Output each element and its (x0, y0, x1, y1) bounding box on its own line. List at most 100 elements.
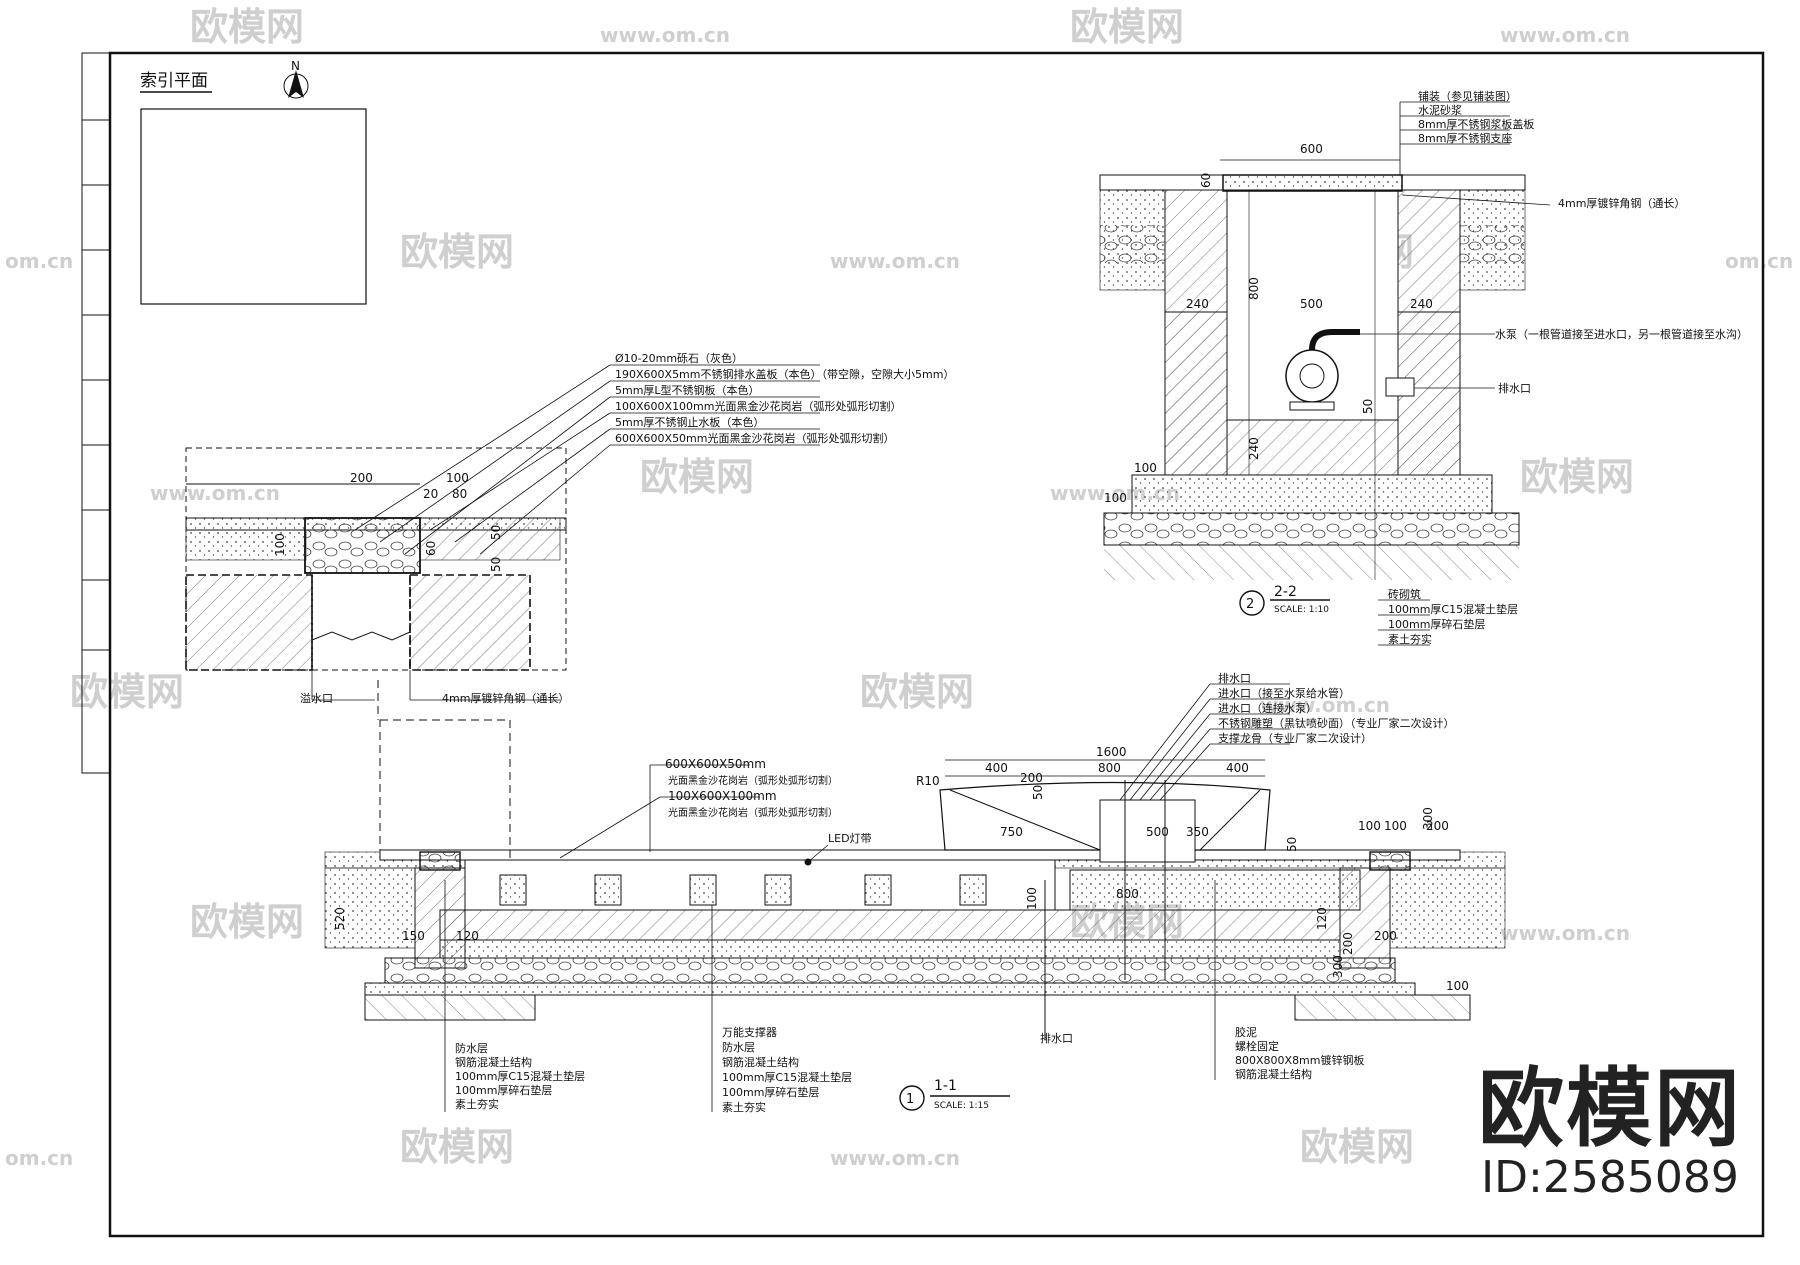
watermark-site: www.om.cn (1500, 921, 1630, 945)
watermark-logo: 欧模网 (70, 670, 184, 714)
callout-label: 水泥砂浆 (1418, 103, 1462, 117)
section-number-badge (1239, 590, 1265, 616)
dimension-value: 150 (402, 929, 425, 943)
title-strip (81, 52, 111, 774)
callout-label: 光面黑金沙花岗岩（弧形处弧形切割） (668, 774, 838, 787)
watermark-logo: 欧模网 (400, 1125, 514, 1169)
dimension-value: 100 (446, 471, 469, 485)
callout-label: 钢筋混凝土结构 (1235, 1067, 1312, 1081)
watermark-site: www.om.cn (600, 23, 730, 47)
leader-line (479, 444, 611, 555)
watermark-logo: 欧模网 (1300, 1125, 1414, 1169)
callout-label: 100mm厚碎石垫层 (722, 1085, 819, 1099)
brand-watermark: 欧模网 ID:2585089 (1478, 1066, 1742, 1205)
dimension-value: 60 (1199, 173, 1213, 188)
dimension-value: 400 (985, 761, 1008, 775)
callout-label: 排水口 (1218, 671, 1251, 685)
callout-label: 素土夯实 (1388, 632, 1432, 646)
leader-line (1149, 728, 1211, 801)
callout-label: 支撑龙骨（专业厂家二次设计） (1218, 731, 1372, 745)
callout-label: 螺栓固定 (1235, 1039, 1279, 1053)
section-2-2 (1099, 174, 1526, 580)
dimension-value: 100 (273, 533, 287, 556)
adjustable-pedestals (499, 874, 987, 906)
dimension-value: 800 (1247, 277, 1261, 300)
callout-label: 不锈钢雕塑（黑钛喷砂面）（专业厂家二次设计） (1218, 716, 1455, 730)
watermark-logo: 欧模网 (1070, 5, 1184, 49)
section-number: 2 (1246, 597, 1254, 612)
callout-label: 排水口 (1040, 1031, 1073, 1045)
callout-label: 排水口 (1498, 381, 1531, 395)
dimension-value: 20 (423, 487, 438, 501)
callout-label: 100X600X100mm光面黑金沙花岗岩（弧形处弧形切割） (615, 399, 902, 413)
watermark-site: www.om.cn (1260, 693, 1390, 717)
leader-line (1129, 698, 1211, 801)
dimension-value: 800 (1116, 887, 1139, 901)
callout-label: 800X800X8mm镀锌钢板 (1235, 1053, 1365, 1067)
callout-label: 600X600X50mm (665, 757, 766, 771)
fountain-bowl (939, 780, 1271, 980)
leader-line (404, 396, 611, 555)
dimension-value: 200 (1341, 932, 1355, 955)
dimension-value: 60 (424, 541, 438, 556)
leader-line (807, 844, 829, 863)
callout-label: 防水层 (722, 1040, 755, 1054)
section-scale: SCALE: 1:10 (1274, 605, 1329, 615)
dimension-value: 100 (1446, 979, 1469, 993)
dimension-value: 120 (1315, 907, 1329, 930)
dimension-value: 50 (1031, 785, 1045, 800)
dimension-value: 50 (1361, 399, 1375, 414)
dimension-value: 300 (1331, 955, 1345, 978)
dimension-value: 240 (1247, 437, 1261, 460)
svg-text:N: N (291, 59, 300, 73)
dimension-value: 200 (1426, 819, 1449, 833)
dimension-value: 100 (1025, 887, 1039, 910)
leader-line (354, 364, 611, 531)
north-arrow-icon: N (283, 59, 309, 99)
callout-label: 4mm厚镀锌角钢（通长） (1558, 196, 1685, 210)
dimension-value: 100 (1104, 491, 1127, 505)
watermark-short: om.cn (1725, 249, 1793, 273)
dimension-value: 50 (489, 525, 503, 540)
callout-label: 5mm厚L型不锈钢板（本色） (615, 383, 760, 397)
section-name: 2-2 (1274, 584, 1297, 600)
watermark-short: om.cn (5, 249, 73, 273)
dimension-value: 500 (1300, 297, 1323, 311)
watermark-site: www.om.cn (150, 481, 280, 505)
callout-label: 5mm厚不锈钢止水板（本色） (615, 415, 764, 429)
dimension-value: 80 (452, 487, 467, 501)
index-plan-title: 索引平面 (140, 71, 208, 91)
dimension-value: 120 (456, 929, 479, 943)
leader-line (379, 380, 611, 543)
leader-line (1401, 194, 1551, 206)
callout-label: 进水口（接至水泵给水管） (1218, 686, 1350, 700)
callout-label: 素土夯实 (722, 1100, 766, 1114)
dimension-value: 200 (1020, 771, 1043, 785)
dimension-value: 600 (1300, 142, 1323, 156)
callout-label: 100X600X100mm (668, 789, 777, 803)
callout-label: 砖砌筑 (1388, 587, 1421, 601)
leader-line (1119, 683, 1211, 801)
callout-label: 8mm厚不锈钢浆板盖板 (1418, 117, 1534, 131)
dimension-value: 350 (1186, 825, 1209, 839)
dimension-value: R10 (916, 774, 940, 788)
callout-label: 素土夯实 (455, 1097, 499, 1111)
dimension-value: 800 (1098, 761, 1121, 775)
led-label: LED灯带 (828, 832, 872, 845)
leader-line (454, 428, 611, 543)
section-number-badge (899, 1085, 925, 1111)
callout-label: 190X600X5mm不锈钢排水盖板（本色）（带空隙，空隙大小5mm） (615, 367, 954, 381)
dimension-value: 240 (1410, 297, 1433, 311)
gutter-detail-callouts: Ø10-20mm砾石（灰色）190X600X5mm不锈钢排水盖板（本色）（带空隙… (300, 351, 954, 705)
watermark-logo: 欧模网 (400, 230, 514, 274)
callout-label: 100mm厚C15混凝土垫层 (722, 1070, 852, 1084)
callout-label: 水泵（一根管道接至进水口，另一根管道接至水沟） (1495, 327, 1748, 341)
callout-label: 进水口（连接水泵） (1218, 702, 1317, 715)
callout-label: 光面黑金沙花岗岩（弧形处弧形切割） (668, 806, 838, 819)
index-plan: 索引平面 N (140, 59, 367, 305)
leader-line (1139, 713, 1211, 801)
